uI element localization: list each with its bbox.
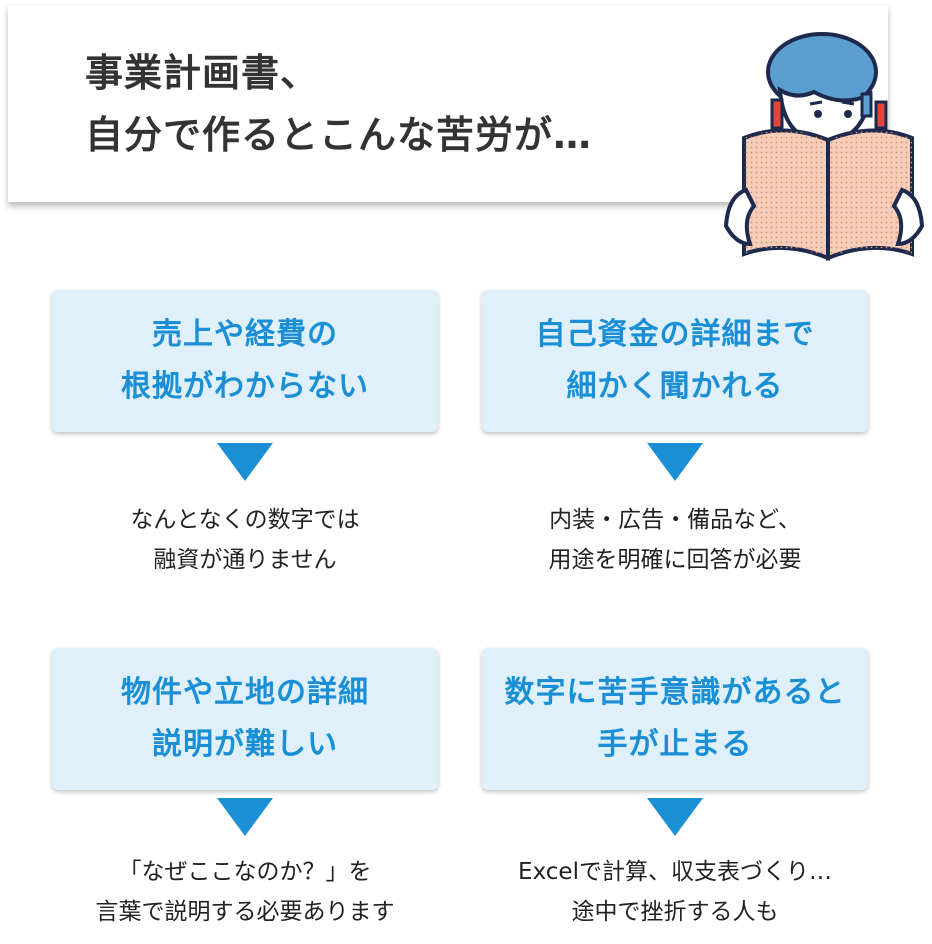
card-title-line-2: 根拠がわからない xyxy=(121,369,369,404)
header-card: 事業計画書、 自分で作るとこんな苦労が… xyxy=(8,6,888,202)
card-title-line-2: 手が止まる xyxy=(597,727,753,762)
problem-card-property-location: 物件や立地の詳細 説明が難しい xyxy=(52,648,438,790)
down-arrow-icon xyxy=(647,798,703,836)
person-reading-book-illustration xyxy=(724,32,924,261)
note-line-1: Excelで計算、収支表づくり… xyxy=(518,859,832,885)
card-note: 内装・広告・備品など、 用途を明確に回答が必要 xyxy=(460,500,890,580)
note-line-1: 内装・広告・備品など、 xyxy=(549,507,801,533)
title-line-2: 自分で作るとこんな苦労が… xyxy=(85,113,593,157)
problem-card-sales-basis: 売上や経費の 根拠がわからない xyxy=(52,290,438,432)
card-title-line-1: 自己資金の詳細まで xyxy=(535,317,815,352)
down-arrow-icon xyxy=(217,798,273,836)
note-line-1: なんとなくの数字では xyxy=(130,507,360,533)
note-line-2: 言葉で説明する必要あります xyxy=(95,899,395,925)
card-note: Excelで計算、収支表づくり… 途中で挫折する人も xyxy=(460,852,890,932)
card-title-line-1: 数字に苦手意識があると xyxy=(504,675,846,710)
note-line-2: 融資が通りません xyxy=(153,547,337,573)
card-title-line-1: 売上や経費の xyxy=(152,317,338,352)
down-arrow-icon xyxy=(217,443,273,481)
title-line-1: 事業計画書、 xyxy=(85,51,320,95)
note-line-2: 用途を明確に回答が必要 xyxy=(548,547,802,573)
note-line-2: 途中で挫折する人も xyxy=(571,899,779,925)
card-title-line-2: 細かく聞かれる xyxy=(566,369,784,404)
note-line-1: 「なぜここなのか？」を xyxy=(118,859,372,885)
page-title: 事業計画書、 自分で作るとこんな苦労が… xyxy=(85,42,592,166)
problem-card-numbers-anxiety: 数字に苦手意識があると 手が止まる xyxy=(482,648,868,790)
card-title-line-2: 説明が難しい xyxy=(152,727,338,762)
problem-card-own-funds: 自己資金の詳細まで 細かく聞かれる xyxy=(482,290,868,432)
card-note: 「なぜここなのか？」を 言葉で説明する必要あります xyxy=(30,852,460,932)
card-note: なんとなくの数字では 融資が通りません xyxy=(30,500,460,580)
down-arrow-icon xyxy=(647,443,703,481)
card-title-line-1: 物件や立地の詳細 xyxy=(121,675,369,710)
